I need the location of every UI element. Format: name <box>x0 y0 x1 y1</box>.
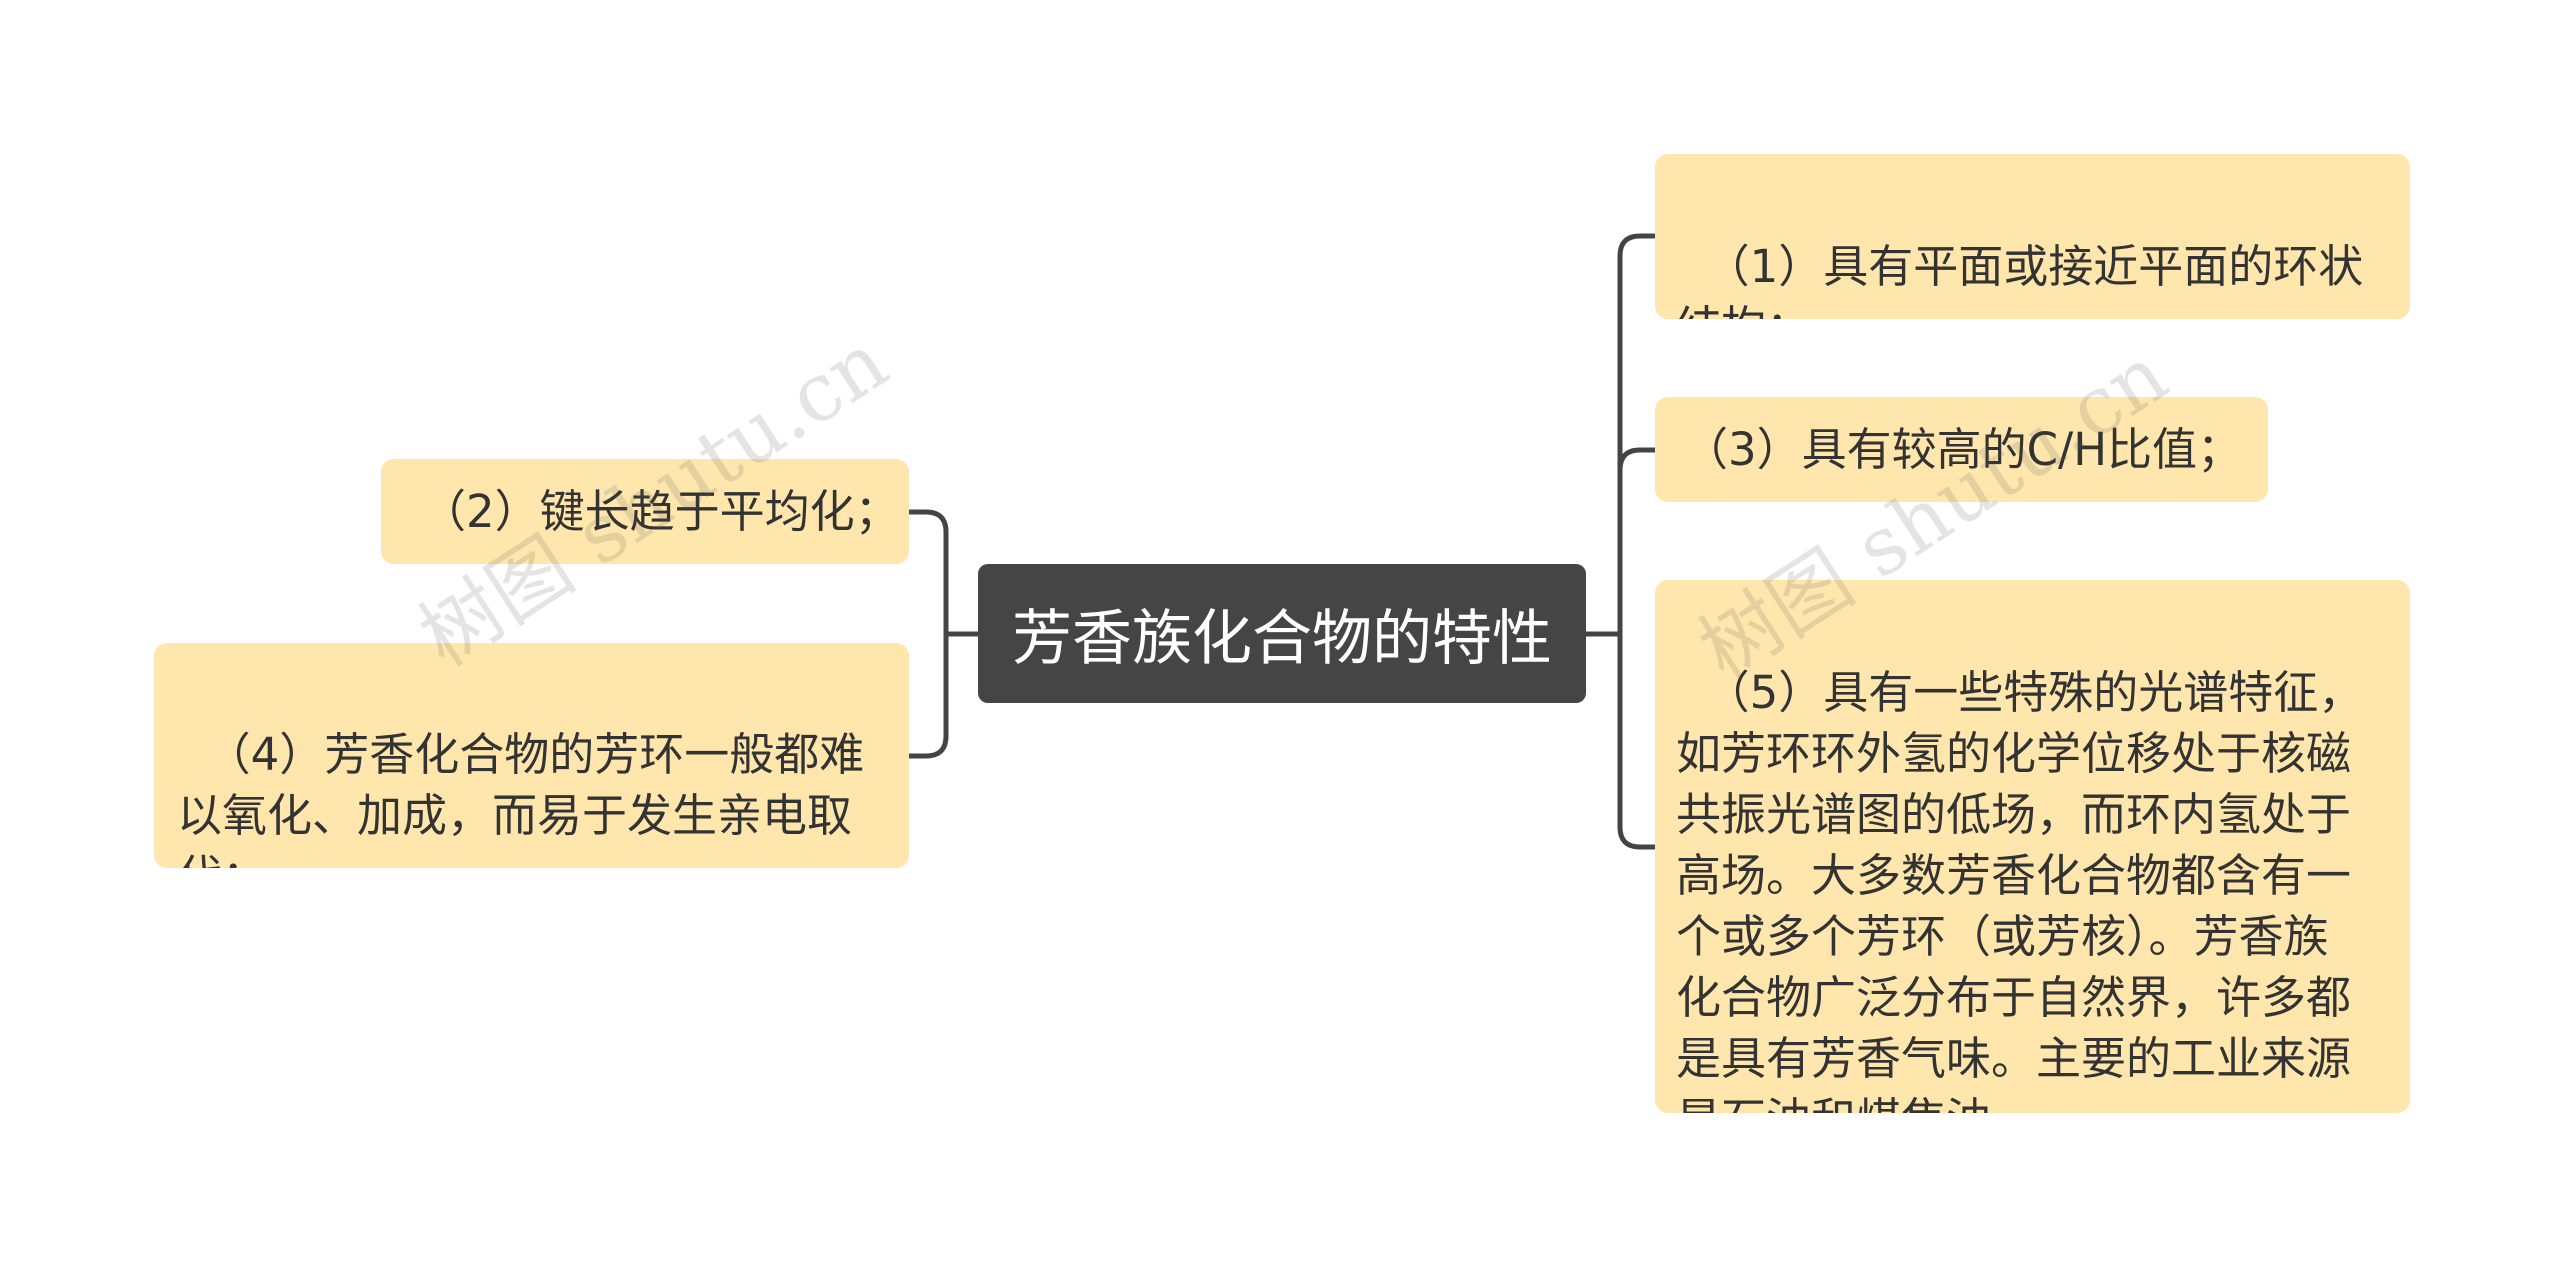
connector-left-4 <box>906 631 981 759</box>
topic-node-2: （2）键长趋于平均化； <box>381 459 909 564</box>
topic-node-3: （3）具有较高的C/H比值； <box>1655 397 2268 502</box>
connector-right-3 <box>1583 447 1658 637</box>
topic-node-1: （1）具有平面或接近平面的环状 结构； <box>1655 154 2410 319</box>
topic-node-3-text: （3）具有较高的C/H比值； <box>1683 423 2243 476</box>
topic-node-5-text: （5）具有一些特殊的光谱特征， 如芳环环外氢的化学位移处于核磁 共振光谱图的低场… <box>1676 666 2364 1113</box>
topic-node-4: （4）芳香化合物的芳环一般都难 以氧化、加成，而易于发生亲电取 代； <box>154 643 909 868</box>
connector-left-2 <box>906 509 981 637</box>
topic-node-5: （5）具有一些特殊的光谱特征， 如芳环环外氢的化学位移处于核磁 共振光谱图的低场… <box>1655 580 2410 1113</box>
topic-node-1-text: （1）具有平面或接近平面的环状 结构； <box>1676 240 2364 319</box>
connector-right-5 <box>1583 631 1658 850</box>
central-topic-node: 芳香族化合物的特性 <box>978 564 1586 703</box>
topic-node-4-text: （4）芳香化合物的芳环一般都难 以氧化、加成，而易于发生亲电取 代； <box>177 728 865 868</box>
central-topic-label: 芳香族化合物的特性 <box>1012 604 1552 674</box>
topic-node-2-text: （2）键长趋于平均化； <box>421 485 900 538</box>
connector-right-1 <box>1583 233 1658 637</box>
